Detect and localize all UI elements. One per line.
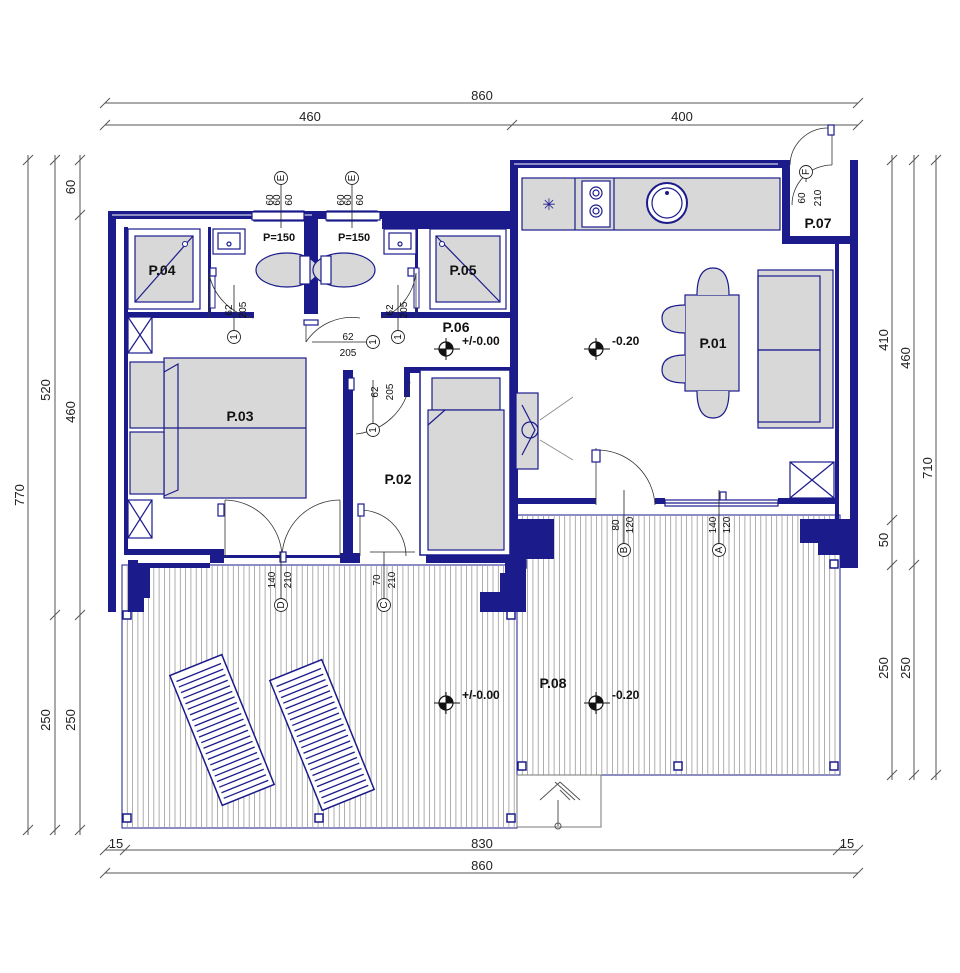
door-swings <box>208 127 833 558</box>
door-tag-b-letter: B <box>619 546 630 553</box>
door-tag-1b: 1 <box>393 334 404 340</box>
door-e1-w: 60 <box>265 194 276 206</box>
door-tag-f-letter: F <box>801 169 812 175</box>
door-1b-w: 62 <box>385 304 396 316</box>
room-label-p08: P.08 <box>540 675 567 691</box>
shower-label-1: P=150 <box>263 232 295 244</box>
sliding-door <box>664 499 779 507</box>
level-p01: -0.20 <box>612 334 640 348</box>
bedroom-wardrobes <box>127 316 153 539</box>
door-a-h: 120 <box>722 516 733 533</box>
door-d-h: 210 <box>283 571 294 588</box>
room-label-p04: P.04 <box>149 262 176 278</box>
door-1a-w: 62 <box>224 304 235 316</box>
room-label-p06: P.06 <box>443 319 470 335</box>
dimension-lines <box>22 97 942 879</box>
dim-left-inner-mid: 460 <box>63 401 78 423</box>
level-p06: +/-0.00 <box>462 334 500 348</box>
door-1d-h: 205 <box>385 383 396 400</box>
dim-bottom-right: 15 <box>840 836 854 851</box>
door-tag-c-letter: C <box>379 601 390 608</box>
door-tag-1d: 1 <box>368 427 379 433</box>
door-tag-1a: 1 <box>229 334 240 340</box>
bathroom-windows <box>251 211 381 221</box>
level-terrace-left: +/-0.00 <box>462 688 500 702</box>
sun-lounger-2 <box>268 658 376 812</box>
door-f-w: 60 <box>797 192 808 204</box>
door-1d-w: 62 <box>370 386 381 398</box>
sun-lounger-1 <box>168 653 276 807</box>
dim-left-inner-bottom: 250 <box>63 709 78 731</box>
door-e2-h2: 60 <box>355 194 366 206</box>
door-e1-h1: 60 <box>272 194 283 206</box>
dining-set <box>661 267 740 419</box>
dim-right-mid-bottom: 250 <box>898 657 913 679</box>
door-c-h: 210 <box>387 571 398 588</box>
tv-unit <box>515 392 574 470</box>
room-label-p05: P.05 <box>450 262 477 278</box>
door-1c-w: 62 <box>342 332 354 343</box>
door-f-h: 210 <box>813 189 824 206</box>
bathroom-p04 <box>127 210 319 310</box>
door-d-w: 140 <box>267 571 278 588</box>
dim-bottom-total: 860 <box>471 858 493 873</box>
double-bed <box>129 357 307 499</box>
room-label-p07: P.07 <box>805 215 832 231</box>
dim-right-outer: 710 <box>920 457 935 479</box>
door-tag-e1-letter: E <box>276 174 287 181</box>
room-label-p03: P.03 <box>227 408 254 424</box>
dim-right-mid-top: 460 <box>898 347 913 369</box>
door-a-w: 140 <box>708 516 719 533</box>
door-1b-h: 205 <box>399 301 410 318</box>
dim-left-outer: 770 <box>12 484 27 506</box>
door-b-h: 120 <box>625 516 636 533</box>
door-1a-h: 205 <box>238 301 249 318</box>
dim-left-mid-bottom: 250 <box>38 709 53 731</box>
dim-top-left: 460 <box>299 109 321 124</box>
dim-right-inner-top: 410 <box>876 329 891 351</box>
dim-right-inner-bottom: 250 <box>876 657 891 679</box>
sofa <box>757 269 834 429</box>
shower-label-2: P=150 <box>338 232 370 244</box>
dim-bottom-left: 15 <box>109 836 123 851</box>
fridge-icon: ✳ <box>542 195 555 214</box>
door-e1-h2: 60 <box>284 194 295 206</box>
room-label-p01: P.01 <box>700 335 727 351</box>
dim-right-inner-mid: 50 <box>876 533 891 547</box>
dim-left-mid-top: 520 <box>38 379 53 401</box>
room-label-p02: P.02 <box>385 471 412 487</box>
storage-box <box>789 461 835 499</box>
dim-top-total: 860 <box>471 88 493 103</box>
door-c-w: 70 <box>372 574 383 586</box>
door-e2-h1: 60 <box>343 194 354 206</box>
door-tag-e2-letter: E <box>347 174 358 181</box>
dim-bottom-mid: 830 <box>471 836 493 851</box>
door-1c-h: 205 <box>340 348 357 359</box>
single-bed <box>419 369 511 556</box>
door-e2-w: 60 <box>336 194 347 206</box>
level-markers <box>434 338 610 714</box>
door-tag-a-letter: A <box>714 546 725 553</box>
dim-left-inner-top: 60 <box>63 180 78 194</box>
door-tag-d-letter: D <box>276 601 287 608</box>
door-b-w: 80 <box>611 519 622 531</box>
dim-top-right: 400 <box>671 109 693 124</box>
kitchen-counter: ✳ <box>521 177 781 231</box>
level-terrace-right: -0.20 <box>612 688 640 702</box>
door-tag-1c: 1 <box>368 339 379 345</box>
